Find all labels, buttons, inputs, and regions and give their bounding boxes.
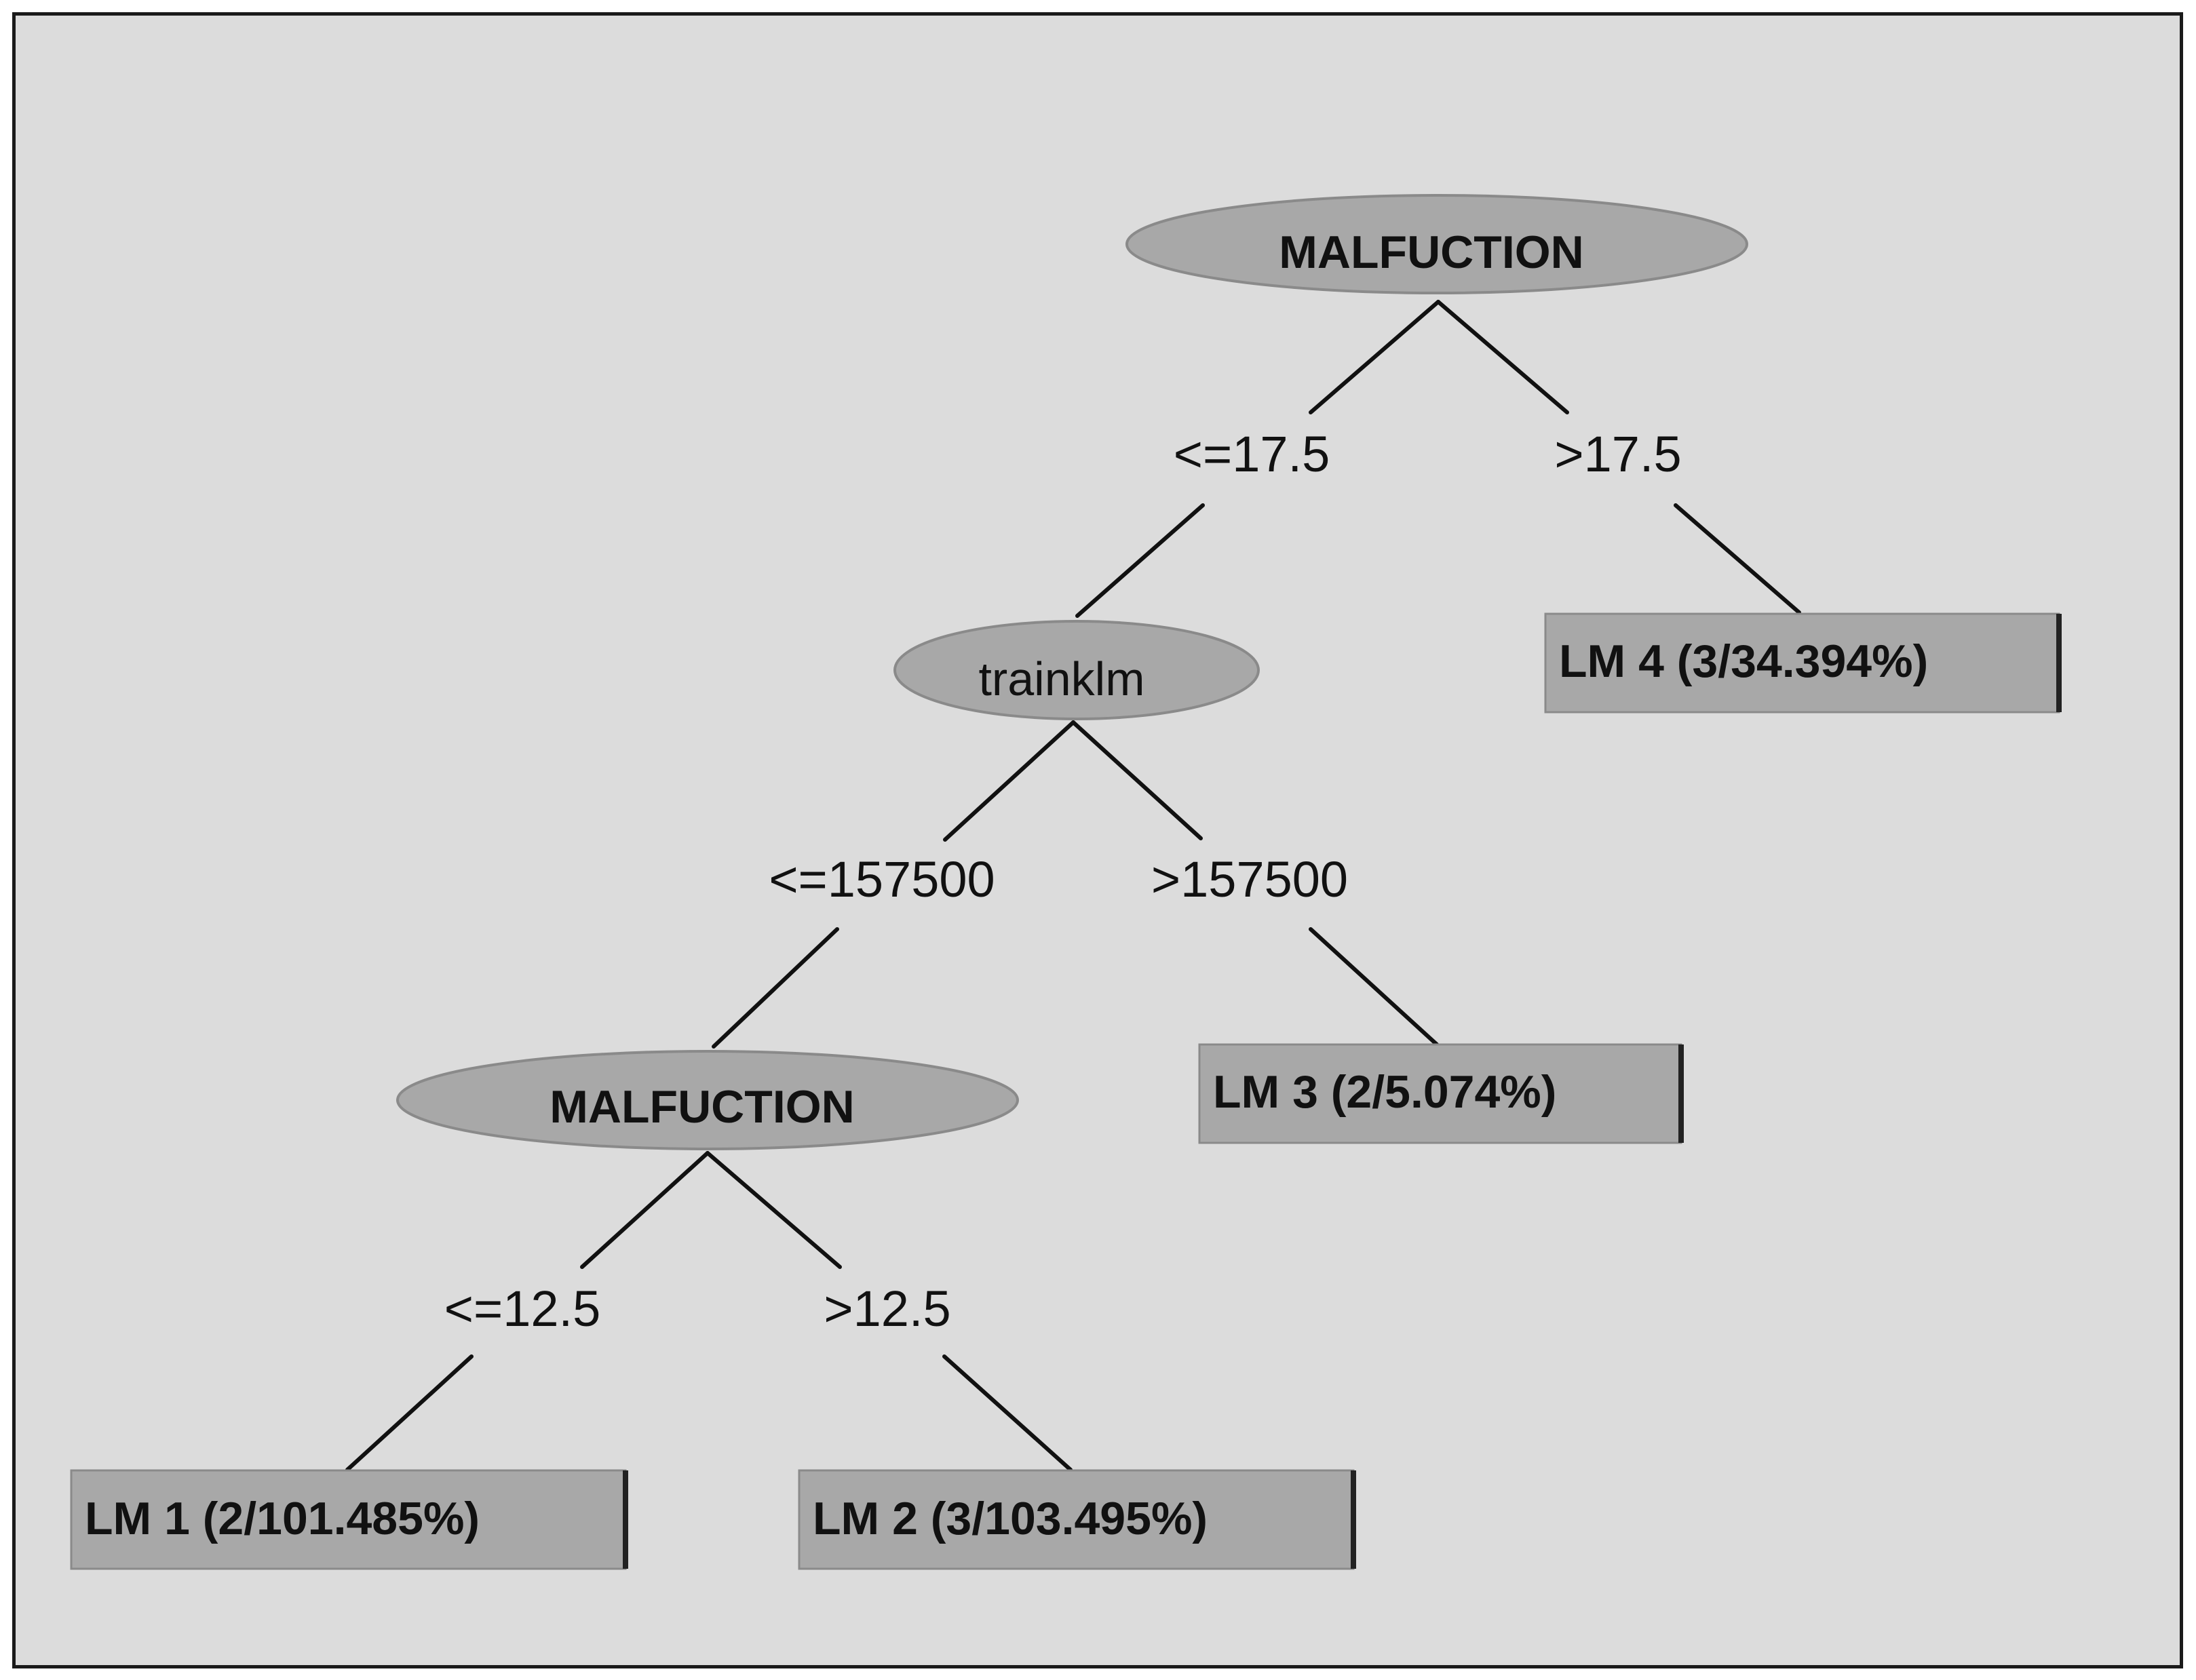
decision-node-root: MALFUCTION [1125, 194, 1748, 294]
tree-edges [345, 300, 1801, 1472]
leaf-lm2: LM 2 (3/103.495%) [798, 1469, 1356, 1570]
edge-label-malf-right: >12.5 [824, 1281, 950, 1337]
edge-label-trainklm-right: >157500 [1151, 851, 1348, 907]
leaf-lm3: LM 3 (2/5.074%) [1198, 1043, 1684, 1144]
edge-label-root-left: <=17.5 [1174, 426, 1330, 482]
decision-node-malfuction-lower: MALFUCTION [396, 1050, 1019, 1150]
leaf-lm1-label: LM 1 (2/101.485%) [85, 1493, 480, 1544]
edge-label-root-right: >17.5 [1554, 426, 1681, 482]
node-malfuction-lower-label: MALFUCTION [550, 1081, 854, 1133]
node-root-label: MALFUCTION [1279, 227, 1583, 278]
edge-malf-left [580, 1151, 710, 1269]
edge-to-lm3 [1309, 927, 1439, 1047]
edge-label-malf-left: <=12.5 [444, 1281, 600, 1337]
edge-to-lm4 [1674, 503, 1801, 614]
leaf-lm3-label: LM 3 (2/5.074%) [1213, 1066, 1556, 1118]
leaf-lm4-label: LM 4 (3/34.394%) [1559, 636, 1928, 687]
edge-to-trainklm [1075, 503, 1205, 618]
node-trainklm-label: trainklm [978, 652, 1144, 705]
edge-label-trainklm-left: <=157500 [769, 851, 995, 907]
edge-to-malfuction-lower [712, 927, 839, 1049]
leaf-lm4: LM 4 (3/34.394%) [1544, 612, 2062, 714]
edge-trainklm-left [943, 720, 1075, 842]
leaf-lm2-label: LM 2 (3/103.495%) [813, 1493, 1208, 1544]
edge-trainklm-right [1071, 720, 1203, 840]
edge-to-lm1 [345, 1354, 474, 1472]
edge-root-left [1309, 300, 1440, 414]
edge-malf-right [706, 1151, 842, 1269]
edge-root-right [1436, 300, 1569, 414]
decision-node-trainklm: trainklm [893, 620, 1260, 720]
leaf-lm1: LM 1 (2/101.485%) [70, 1469, 628, 1570]
diagram-frame [12, 12, 2183, 1668]
edge-labels: <=17.5 >17.5 <=157500 >157500 <=12.5 >12… [444, 426, 1682, 1337]
edge-to-lm2 [942, 1354, 1073, 1472]
